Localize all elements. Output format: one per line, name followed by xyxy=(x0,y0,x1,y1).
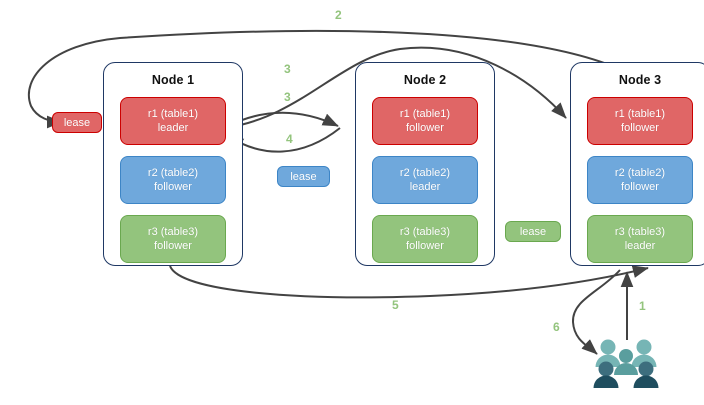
replica-role: follower xyxy=(621,181,659,193)
lease-badge-red[interactable]: lease xyxy=(52,112,102,133)
replica-node1-r3[interactable]: r3 (table3) follower xyxy=(120,215,226,263)
edge-step-5 xyxy=(169,265,649,299)
replica-role: follower xyxy=(406,122,444,134)
step-label-4: 4 xyxy=(286,132,293,146)
replica-name: r3 (table3) xyxy=(614,226,666,238)
replica-name: r2 (table2) xyxy=(614,167,666,179)
replica-node3-r3[interactable]: r3 (table3) leader xyxy=(587,215,693,263)
replica-name: r2 (table2) xyxy=(147,167,199,179)
replica-name: r3 (table3) xyxy=(399,226,451,238)
step-label-3b: 3 xyxy=(284,90,291,104)
replica-node3-r2[interactable]: r2 (table2) follower xyxy=(587,156,693,204)
replica-name: r1 (table1) xyxy=(399,108,451,120)
step-label-5: 5 xyxy=(392,298,399,312)
node-box-node1[interactable]: Node 1 r1 (table1) leader r2 (table2) fo… xyxy=(103,62,243,266)
step-label-3a: 3 xyxy=(284,62,291,76)
users-icon xyxy=(593,339,659,388)
step-label-2: 2 xyxy=(335,8,342,22)
node-title: Node 1 xyxy=(151,73,195,87)
replica-node2-r1[interactable]: r1 (table1) follower xyxy=(372,97,478,145)
replica-node1-r2[interactable]: r2 (table2) follower xyxy=(120,156,226,204)
replica-name: r3 (table3) xyxy=(147,226,199,238)
lease-badge-green[interactable]: lease xyxy=(505,221,561,242)
replica-role: leader xyxy=(409,181,441,193)
replica-node2-r3[interactable]: r3 (table3) follower xyxy=(372,215,478,263)
replica-name: r1 (table1) xyxy=(614,108,666,120)
replica-name: r1 (table1) xyxy=(147,108,199,120)
replica-node3-r1[interactable]: r1 (table1) follower xyxy=(587,97,693,145)
replica-role: leader xyxy=(157,122,189,134)
node-title: Node 3 xyxy=(618,73,662,87)
replica-role: follower xyxy=(621,122,659,134)
replica-role: leader xyxy=(624,240,656,252)
replica-name: r2 (table2) xyxy=(399,167,451,179)
node-title: Node 2 xyxy=(403,73,447,87)
replica-node1-r1[interactable]: r1 (table1) leader xyxy=(120,97,226,145)
replica-role: follower xyxy=(154,240,192,252)
lease-badge-blue[interactable]: lease xyxy=(277,166,330,187)
edge-step-4 xyxy=(227,127,341,153)
node-box-node2[interactable]: Node 2 r1 (table1) follower r2 (table2) … xyxy=(355,62,495,266)
replica-node2-r2[interactable]: r2 (table2) leader xyxy=(372,156,478,204)
step-label-6: 6 xyxy=(553,320,560,334)
replica-role: follower xyxy=(154,181,192,193)
step-label-1: 1 xyxy=(639,299,646,313)
node-box-node3[interactable]: Node 3 r1 (table1) follower r2 (table2) … xyxy=(570,62,704,266)
replica-role: follower xyxy=(406,240,444,252)
